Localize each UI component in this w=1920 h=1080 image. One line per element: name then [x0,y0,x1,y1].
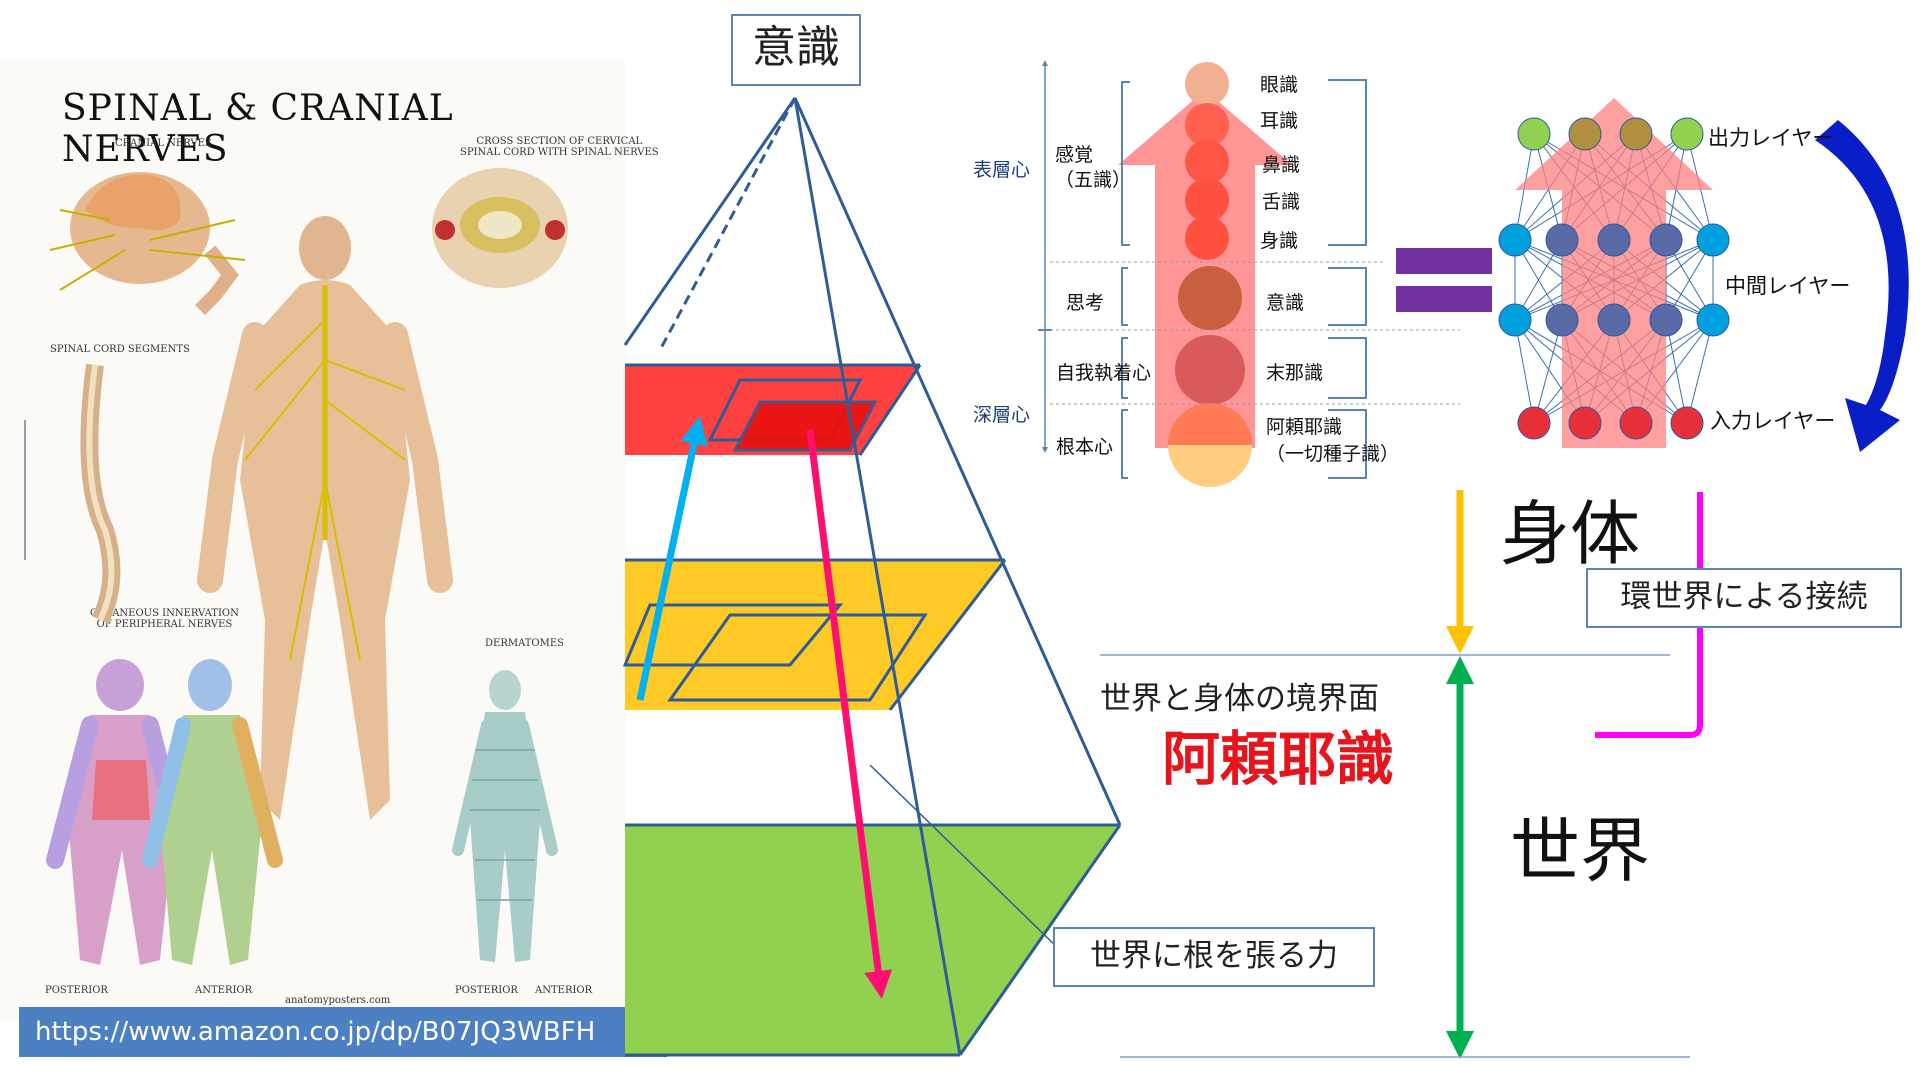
poster-label-cutaneous: CUTANEOUS INNERVATION OF PERIPHERAL NERV… [90,608,239,630]
nn-output-node [1517,117,1551,151]
ego-circle [1175,335,1245,405]
poster-label-segments: SPINAL CORD SEGMENTS [50,344,190,355]
boundary-label: 世界と身体の境界面 [1100,681,1379,717]
equals-bar-top [1396,248,1492,274]
sense-circle [1185,62,1229,106]
outer-label-surface: 表層心 [973,159,1031,181]
dermatome-figure-illustration [452,670,558,962]
sense-circle [1185,103,1229,147]
right-label-mind: 意識 [1266,292,1305,314]
poster-label-cross-section: CROSS SECTION OF CERVICAL SPINAL CORD WI… [460,136,659,158]
consciousness-chart [1038,60,1460,487]
nn-input-node [1619,406,1653,440]
nn-hidden-node [1597,223,1631,257]
layer-label-hidden: 中間レイヤー [1725,274,1851,298]
poster-label-posterior-right: POSTERIOR [455,985,518,996]
anatomy-poster: SPINAL & CRANIAL NERVES CRANIAL NERVES C… [0,60,659,1020]
nn-output-node [1568,117,1602,151]
poster-illustration [24,168,568,965]
url-caption[interactable]: https://www.amazon.co.jp/dp/B07JQ3WBFH [19,1007,667,1057]
equals-bar-bottom [1396,286,1492,312]
spinal-segments-illustration [24,363,121,625]
inner-label-ego: 自我執着心 [1056,362,1152,384]
ascending-arrow [636,416,708,701]
poster-label-posterior-left: POSTERIOR [45,985,108,996]
cutaneous-figure-illustration [46,659,283,965]
nn-hidden-node [1696,303,1730,337]
head-illustration [49,172,246,315]
nn-hidden-node [1649,303,1683,337]
sense-label-tongue: 舌識 [1262,191,1301,213]
sense-circle [1185,178,1229,222]
nn-hidden-node [1498,223,1532,257]
nn-hidden-node [1696,223,1730,257]
outer-label-deep: 深層心 [973,404,1031,426]
nn-hidden-node [1545,303,1579,337]
inner-label-thought: 思考 [1066,292,1105,314]
environment-link-line [1595,492,1703,738]
nn-output-node [1619,117,1653,151]
nn-hidden-node [1597,303,1631,337]
sense-label-eye: 眼識 [1260,74,1299,96]
cross-section-illustration [432,168,568,288]
poster-label-cranial: CRANIAL NERVES [115,138,212,149]
pyramid-top-label: 意識 [731,14,861,86]
poster-label-anterior-left: ANTERIOR [195,985,253,996]
nn-output-node [1670,117,1704,151]
back-figure-illustration [197,216,453,820]
nn-hidden-node [1545,223,1579,257]
nn-hidden-node [1498,303,1532,337]
nn-flow-arrow [1515,98,1713,448]
sense-label-ear: 耳識 [1260,110,1299,132]
sense-circle [1185,216,1229,260]
poster-title: SPINAL & CRANIAL NERVES [62,88,454,170]
nn-input-node [1517,406,1551,440]
pyramid-root-label: 世界に根を張る力 [1053,927,1375,987]
right-label-manas: 末那識 [1266,362,1324,384]
nn-edge [1533,319,1563,424]
pyramid [622,97,1122,1057]
inner-label-root: 根本心 [1056,436,1114,458]
inner-label-senses: 感覚 （五識） [1055,144,1132,191]
feedback-curve-arrow [1815,120,1909,452]
nn-edge [1514,319,1535,424]
sense-label-body: 身識 [1260,230,1299,252]
alaya-label: 阿頼耶識 [1162,725,1395,793]
descending-arrow [806,429,893,999]
neural-network [1498,98,1730,448]
nn-edge [1686,319,1714,424]
sense-label-nose: 鼻識 [1262,154,1301,176]
alaya-circle-top [1168,403,1252,445]
nn-hidden-node [1649,223,1683,257]
poster-label-anterior-right: ANTERIOR [535,985,593,996]
sense-circle [1185,140,1229,184]
nn-input-node [1670,406,1704,440]
poster-label-site: anatomyposters.com [285,995,391,1006]
thought-circle [1178,266,1242,330]
world-label: 世界 [1510,810,1650,892]
layer-label-output: 出力レイヤー [1708,126,1834,150]
layer-label-input: 入力レイヤー [1710,409,1836,433]
nn-edge [1665,319,1688,424]
poster-label-dermatomes: DERMATOMES [485,638,565,649]
alaya-circle-bottom [1168,445,1252,487]
nn-input-node [1568,406,1602,440]
right-label-alaya: 阿頼耶識 （一切種子識） [1266,416,1400,465]
body-label: 身体 [1500,493,1640,575]
environment-link-label: 環世界による接続 [1586,568,1902,628]
